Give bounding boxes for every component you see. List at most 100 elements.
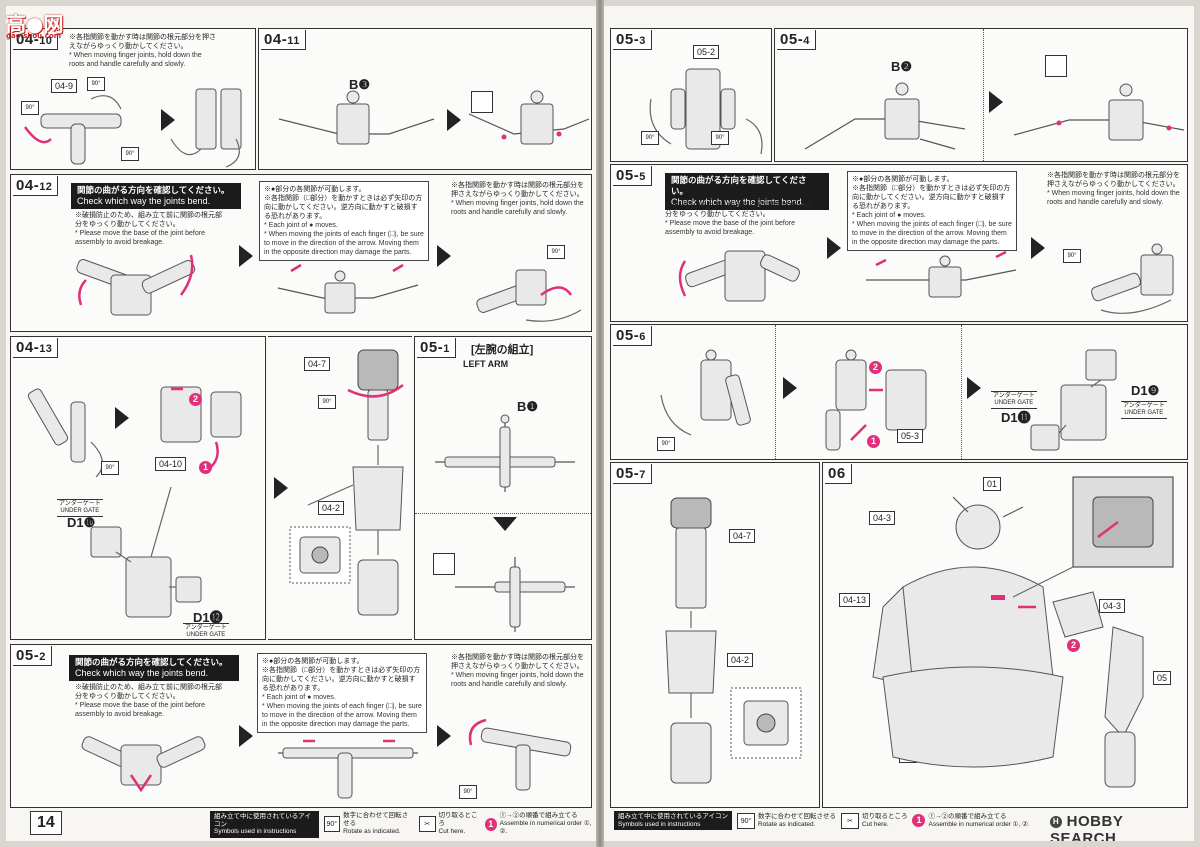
step-order-2-icon: 2 [189,393,202,406]
hand-holding-illustration [476,269,582,322]
step-order-2-icon: 2 [1067,639,1080,652]
step-05-4-panel: 05-4 B❷ [774,28,1188,162]
gate-d1-9: D1❾ [1131,383,1160,398]
step-number: 05-4 [777,30,816,50]
hold-joint-note: ※各指関節を動かす時は関節の根元部分を押さえながらゆっくり動かしてください。 *… [451,654,584,688]
rotate-90-icon: 90° [1063,249,1081,263]
step-06-panel: 06 01 04-3 04-13 04-3 05 03 1 2 [822,462,1188,808]
part-label-01: 01 [983,477,1002,491]
step-04-10-panel: 04-10 ※各指関節を動かす時は関節の根元部分を押さえながらゆっくり動かしてく… [10,28,256,170]
rotate-90-icon: 90° [459,785,477,799]
page-number: 14 [30,811,62,835]
panel-divider [775,325,776,459]
next-arrow-icon [115,407,129,429]
next-arrow-icon [437,725,451,747]
part-label-04-2: 04-2 [727,653,754,667]
part-label-04-7: 04-7 [304,357,331,371]
page-right: 05-3 05-2 90° 90° 05-4 B❷ [604,6,1194,841]
left-arm-title: [左腕の組立] [471,344,534,356]
step-order-1-icon: 1 [199,461,212,474]
hand-frame-arrows-illustration [277,263,419,314]
joint-direction-banner: 関節の曲がる方向を確認してください。Check which way the jo… [665,173,829,210]
step-number: 04-12 [13,176,59,196]
rotate-90-icon: 90° [323,816,341,833]
watermark-logo: 高●网 [6,12,64,36]
nipper-cut-icon [471,91,493,113]
next-arrow-icon [1031,237,1045,259]
joint-direction-banner: 関節の曲がる方向を確認してください。Check which way the jo… [71,183,241,209]
joint-detail-illustration [289,526,351,584]
forearm-assembly-illustration [665,497,802,784]
arm-assembly-panel: 04-7 90° 04-2 [268,336,412,640]
part-label-04-2: 04-2 [318,501,345,515]
next-arrow-icon [783,377,797,399]
hold-joint-note: ※各指関節を動かす時は関節の根元部分を押さえながらゆっくり動かしてください。 *… [69,34,216,68]
part-label-04-10: 04-10 [155,457,187,471]
nipper-cut-icon [1045,55,1067,77]
step-05-1-panel: 05-1 [左腕の組立] LEFT ARM B❶ [414,336,592,640]
next-arrow-icon [437,245,451,267]
nipper-cut-icon [433,553,455,575]
next-arrow-icon [239,725,253,747]
next-arrow-icon [827,237,841,259]
brand-mark-icon: H [1050,816,1062,829]
hand-parts-illustration [1030,349,1117,451]
panel-divider [415,513,591,514]
runner-label-b2: B❷ [891,59,913,74]
part-label-05-3: 05-3 [897,429,924,443]
rotate-90-icon: 90° [318,395,336,409]
book-gutter [596,0,604,847]
panel-divider [961,325,962,459]
step-number: 05-5 [613,166,652,186]
part-label-05: 05 [1153,671,1172,685]
joint-base-note: ※破損防止のため、組み立て前に関節の根元部分をゆっくり動かしてください。 * P… [75,212,222,246]
part-label-05-2: 05-2 [693,45,720,59]
hand-rotate-illustration [649,68,763,155]
step-number: 05-6 [613,326,652,346]
step-05-3-panel: 05-3 05-2 90° 90° [610,28,772,162]
runner-b-illustration [435,414,575,492]
step-number: 04-11 [261,30,306,50]
rotate-90-icon: 90° [87,77,105,91]
rotate-90-icon: 90° [547,245,565,259]
step-number: 06 [825,464,852,484]
hand-joint-illustration [76,254,196,316]
torso-assembly-illustration [872,476,1174,788]
step-number: 04-13 [13,338,59,358]
joint-base-note: ※破損防止のため、組み立て前に関節の根元部分をゆっくり動かしてください。 * P… [75,684,222,718]
t-runner-illustration [278,739,418,799]
hobby-search-logo: H HOBBY SEARCH [1050,813,1124,841]
rotate-90-icon: 90° [641,131,659,145]
nipper-cut-icon: ✂ [419,816,436,833]
next-arrow-icon [161,109,175,131]
hand-frame-cut-illustration [1013,83,1185,141]
runner-cut-illustration [455,557,575,632]
hold-joint-note: ※各指関節を動かす時は関節の根元部分を押さえながらゆっくり動かしてください。 *… [451,182,584,216]
nipper-cut-icon: ✂ [840,812,859,829]
rotate-90-icon: 90° [101,461,119,475]
step-number: 05-3 [613,30,652,50]
rotate-90-icon: 90° [21,101,39,115]
next-arrow-icon [967,377,981,399]
joint-base-note: ※破損防止のため、組み立て前に関節の根元部分をゆっくり動かしてください。 * P… [665,202,812,236]
part-label-04-13: 04-13 [839,593,871,607]
step-05-5-panel: 05-5 関節の曲がる方向を確認してください。Check which way t… [610,164,1188,322]
hand-frame-arrows-illustration [866,250,1017,298]
joint-moves-note: ※●部分の各関節が可動します。 ※各指関節（□部分）を動かすときは必ず矢印の方向… [847,171,1017,251]
forearm-assembly-illustration [307,349,404,616]
watermark-url: gao.shou.com [6,32,62,40]
next-arrow-icon [274,477,288,499]
